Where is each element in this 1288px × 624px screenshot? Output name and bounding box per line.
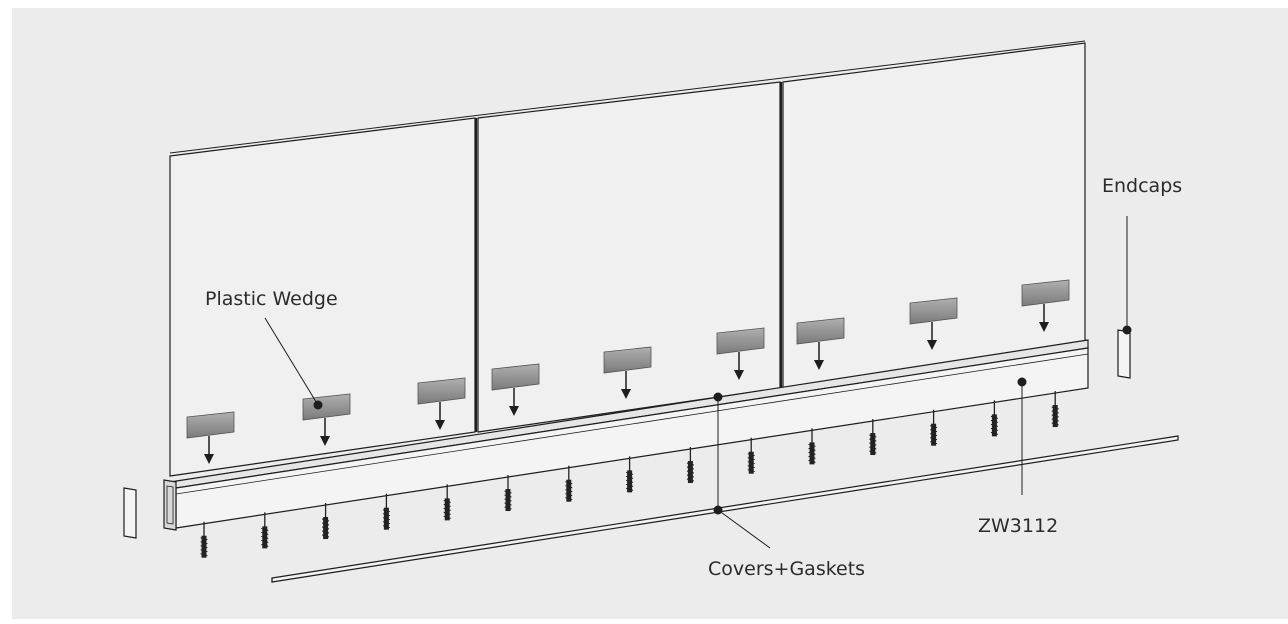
- anchor-screw: [929, 409, 938, 446]
- base-channel-profile: [163, 339, 1089, 531]
- anchor-screw: [747, 437, 755, 474]
- anchor-screw: [565, 465, 573, 502]
- anchor-screw: [382, 493, 391, 530]
- anchor-screw: [504, 475, 512, 512]
- plastic-wedge: [186, 411, 235, 464]
- label-plastic-wedge: Plastic Wedge: [205, 288, 338, 310]
- anchor-screw: [990, 400, 999, 437]
- endcap-left: [123, 487, 137, 539]
- anchor-screw: [869, 419, 877, 456]
- anchor-screws: [200, 391, 1059, 558]
- profile-end-section: [163, 479, 177, 531]
- cover-strip: [271, 435, 1179, 583]
- plastic-wedges: [186, 279, 1070, 464]
- anchor-screw: [321, 503, 330, 540]
- plastic-wedge: [1021, 279, 1070, 332]
- anchor-screw: [443, 484, 451, 521]
- plastic-wedge: [417, 377, 466, 430]
- anchor-screw: [808, 428, 816, 465]
- anchor-screw: [1051, 391, 1059, 428]
- plastic-wedge: [909, 297, 958, 350]
- anchor-screw: [261, 512, 269, 549]
- plastic-wedge: [491, 363, 540, 416]
- plastic-wedge: [716, 327, 765, 380]
- endcap-right: [1117, 329, 1131, 379]
- glass-panels: [169, 40, 1086, 477]
- anchor-screw: [625, 456, 634, 493]
- label-profile-zw3112: ZW3112: [978, 515, 1058, 537]
- label-covers-gaskets: Covers+Gaskets: [708, 558, 865, 580]
- plastic-wedge: [603, 346, 652, 399]
- label-endcaps: Endcaps: [1102, 175, 1182, 197]
- leader-lines: [264, 216, 1132, 549]
- plastic-wedge: [796, 317, 845, 370]
- anchor-screw: [200, 521, 208, 558]
- endcaps: [123, 329, 1131, 539]
- anchor-screw: [686, 447, 695, 484]
